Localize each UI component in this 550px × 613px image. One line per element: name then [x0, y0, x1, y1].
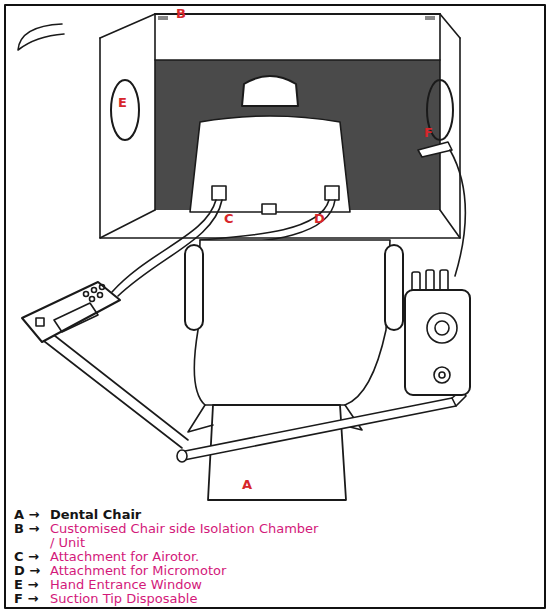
legend-text: Hand Entrance Window	[50, 578, 350, 592]
legend-text: Suction Tip Disposable	[50, 592, 350, 606]
control-panel	[22, 282, 188, 448]
legend-key: F →	[14, 592, 54, 606]
callout-letter: E	[118, 96, 138, 110]
airotor-attachment	[212, 186, 226, 200]
legend-text: Attachment for Micromotor	[50, 564, 350, 578]
legend-key: A →	[14, 508, 54, 522]
callout-letter: B	[176, 7, 196, 21]
outer-frame	[5, 5, 545, 608]
callout-letter: F	[424, 126, 444, 140]
micromotor-attachment	[325, 186, 339, 200]
legend-text: Dental Chair	[50, 508, 350, 522]
crescent-sketch	[18, 24, 64, 50]
legend-key: E →	[14, 578, 54, 592]
hand-window-left	[111, 80, 139, 140]
callout-letter: A	[242, 478, 262, 492]
callout-letter: D	[314, 212, 334, 226]
legend-text: Attachment for Airotor.	[50, 550, 350, 564]
suction-tip	[418, 142, 452, 157]
callout-letter: C	[224, 212, 244, 226]
dental-chair	[185, 240, 403, 500]
legend-text: Customised Chair side Isolation Chamber …	[50, 522, 325, 550]
legend-key: C →	[14, 550, 54, 564]
legend-key: B →	[14, 522, 54, 536]
headrest	[242, 76, 298, 106]
legend-key: D →	[14, 564, 54, 578]
instrument-unit	[177, 270, 470, 462]
